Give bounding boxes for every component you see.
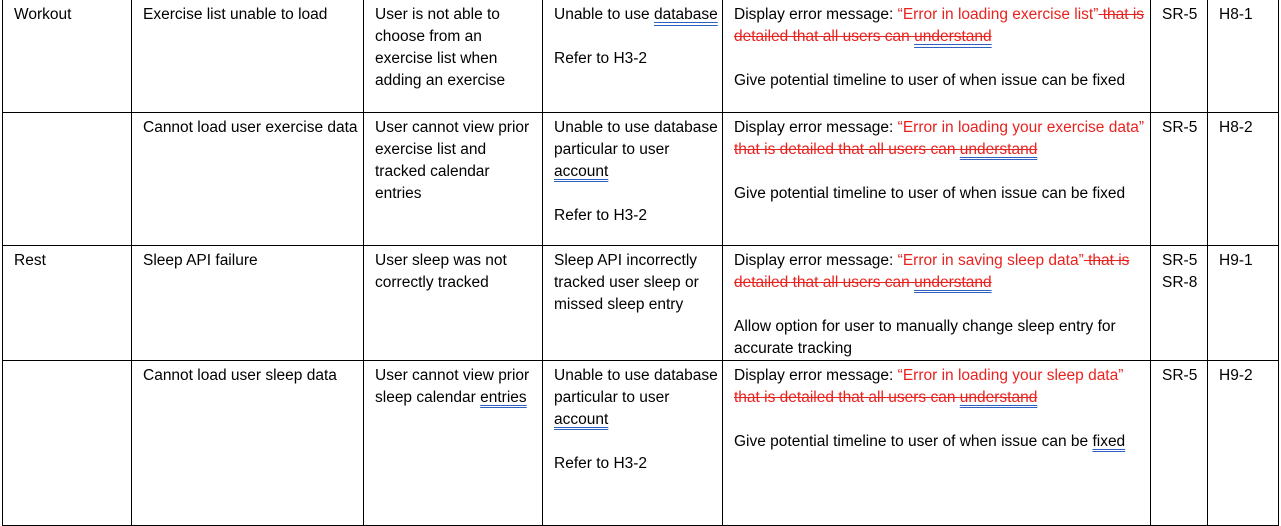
table-row: Cannot load user sleep data User cannot … [2,359,1279,526]
impact-text: User sleep was not correctly tracked [375,251,507,291]
cause-underlined-text: database [653,6,718,23]
hazard-id-cell: H9-2 [1207,359,1279,526]
category-workout: Workout [14,6,72,23]
cause-underlined-text: account [554,162,609,180]
error-message-quote: “Error in saving sleep data” [897,251,1084,269]
issue-cell: Cannot load user sleep data [131,359,364,526]
requirement-id: SR-5 [1162,6,1198,23]
cause-reference: Refer to H3-2 [554,50,648,67]
struck-underlined-text: understand [914,274,992,291]
category-cell: Rest [2,244,132,361]
impact-cell: User cannot view prior exercise list and… [363,111,543,246]
issue-text: Exercise list unable to load [143,6,328,23]
hazard-id: H9-2 [1219,366,1253,384]
category-rest: Rest [14,251,46,269]
cause-cell: Sleep API incorrectly tracked user sleep… [542,244,723,361]
requirement-id: SR-5 [1162,366,1198,384]
impact-cell: User is not able to choose from an exerc… [363,0,543,113]
hazard-id: H8-1 [1219,6,1253,23]
requirement-cell: SR-5 [1150,111,1208,246]
struck-underlined-word: understand [914,273,992,291]
mitigation-second: Allow option for user to manually change… [734,317,1116,357]
struck-text: that is detailed that all users can [734,6,1145,45]
cause-text: Unable to use [554,6,654,23]
struck-text: that is detailed that all users can [734,251,1130,291]
mitigation-second: Give potential timeline to user of when … [734,184,1126,202]
impact-cell: User sleep was not correctly tracked [363,244,543,361]
requirement-id: SR-5 [1162,251,1198,269]
error-message-quote: “Error in loading exercise list” [897,6,1099,23]
mitigation-prefix: Display error message: [734,251,898,269]
category-cell: Workout [2,0,132,113]
impact-text: User cannot view prior exercise list and… [375,118,530,202]
cause-cell: Unable to use database particular to use… [542,359,723,526]
hazard-id-cell: H8-2 [1207,111,1279,246]
mitigation-cell: Display error message: “Error in saving … [722,244,1151,361]
mitigation-prefix: Display error message: [734,366,898,384]
struck-underlined-word: understand [959,140,1038,158]
cause-reference: Refer to H3-2 [554,206,648,224]
table-row: Workout Exercise list unable to load Use… [2,0,1279,113]
requirement-cell: SR-5 [1150,0,1208,113]
mitigation-prefix: Display error message: [734,118,898,136]
hazard-id: H8-2 [1219,118,1253,136]
error-message-quote: “Error in loading your exercise data” [897,118,1145,136]
impact-text: User is not able to choose from an exerc… [375,6,506,89]
cause-text: Unable to use database particular to use… [554,118,718,158]
table-row: Cannot load user exercise data User cann… [2,111,1279,246]
mitigation-cell: Display error message: “Error in loading… [722,0,1151,113]
hazard-id-cell: H8-1 [1207,0,1279,113]
mitigation-prefix: Display error message: [734,6,898,23]
requirement-id: SR-5 [1162,118,1198,136]
cause-text: Sleep API incorrectly tracked user sleep… [554,251,699,313]
requirement-cell: SR-5 SR-8 [1150,244,1208,361]
requirement-cell: SR-5 [1150,359,1208,526]
struck-underlined-text: understand [914,28,992,45]
error-message-quote: “Error in loading your sleep data” [897,366,1124,384]
impact-underlined-text: entries [480,388,527,406]
cause-underlined-text: account [554,410,609,428]
issue-text: Cannot load user sleep data [143,366,337,384]
impact-text: User cannot view prior sleep calendar [375,366,530,406]
issue-cell: Exercise list unable to load [131,0,364,113]
hazard-id-cell: H9-1 [1207,244,1279,361]
category-cell [2,111,132,246]
issue-text: Sleep API failure [143,251,258,269]
mitigation-second-underlined: fixed [1092,432,1126,450]
mitigation-second: Give potential timeline to user of when … [734,72,1126,89]
mitigation-second: Give potential timeline to user of when … [734,432,1093,450]
struck-underlined-word: understand [914,28,992,45]
struck-text: that is detailed that all users can [734,140,960,158]
hazard-id: H9-1 [1219,251,1253,269]
struck-text: that is detailed that all users can [734,388,960,406]
issue-cell: Cannot load user exercise data [131,111,364,246]
mitigation-cell: Display error message: “Error in loading… [722,111,1151,246]
struck-underlined-word: understand [959,388,1038,406]
issue-cell: Sleep API failure [131,244,364,361]
cause-cell: Unable to use database particular to use… [542,111,723,246]
cause-cell: Unable to use database Refer to H3-2 [542,0,723,113]
mitigation-cell: Display error message: “Error in loading… [722,359,1151,526]
struck-underlined-text: understand [960,141,1038,158]
category-cell [2,359,132,526]
cause-text: Unable to use database particular to use… [554,366,718,406]
requirement-id-2: SR-8 [1162,273,1198,291]
table-row: Rest Sleep API failure User sleep was no… [2,244,1279,361]
cause-reference: Refer to H3-2 [554,454,648,472]
impact-cell: User cannot view prior sleep calendar en… [363,359,543,526]
issue-text: Cannot load user exercise data [143,118,358,136]
struck-underlined-text: understand [960,389,1038,406]
